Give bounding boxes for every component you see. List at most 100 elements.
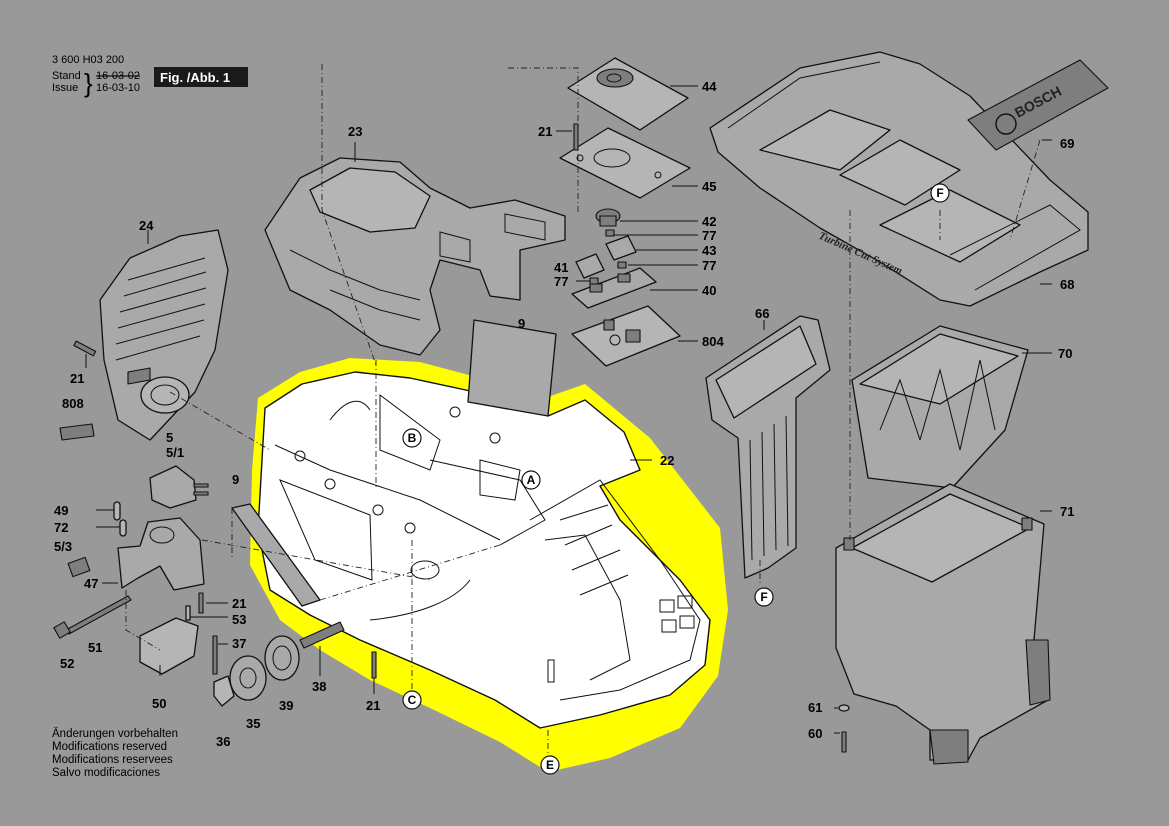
part-47-bracket[interactable] — [117, 517, 205, 591]
part-69-brand-plate[interactable]: BOSCH — [967, 59, 1109, 151]
part-21-screw-b[interactable] — [73, 340, 97, 357]
part-61-washer[interactable] — [838, 704, 850, 712]
part-36-clip[interactable] — [213, 675, 235, 707]
label-47: 47 — [84, 576, 98, 591]
label-21-a: 21 — [538, 124, 552, 139]
label-61: 61 — [808, 700, 822, 715]
note-en: Modifications reserved — [52, 741, 167, 753]
leader-lines — [85, 85, 1052, 734]
label-50: 50 — [152, 696, 166, 711]
label-71: 71 — [1060, 504, 1074, 519]
brace-glyph: } — [84, 68, 93, 98]
label-77-a: 77 — [702, 228, 716, 243]
label-21-b: 21 — [70, 371, 84, 386]
label-21-c: 21 — [232, 596, 246, 611]
label-23: 23 — [348, 124, 362, 139]
document-number: 3 600 H03 200 — [52, 54, 124, 66]
part-37-shaft[interactable] — [212, 635, 218, 675]
label-24: 24 — [139, 218, 154, 233]
label-42: 42 — [702, 214, 716, 229]
label-77-c: 77 — [554, 274, 568, 289]
label-51: 51 — [88, 640, 102, 655]
modification-notes: Änderungen vorbehalten Modifications res… — [52, 728, 178, 779]
part-49-pin[interactable] — [113, 501, 121, 521]
part-9-panel-upper[interactable] — [467, 319, 557, 417]
label-9-a: 9 — [518, 316, 525, 331]
label-38: 38 — [312, 679, 326, 694]
part-77-spring-a[interactable] — [605, 229, 615, 237]
part-5-3-block[interactable] — [67, 556, 91, 578]
svg-text:F: F — [936, 186, 943, 200]
label-72: 72 — [54, 520, 68, 535]
part-45-switch-plate[interactable] — [559, 127, 691, 199]
svg-text:B: B — [408, 431, 417, 445]
ref-marker-b: B — [402, 428, 422, 448]
part-43-button[interactable] — [605, 235, 637, 261]
part-70-basket[interactable] — [851, 325, 1029, 489]
part-21-screw-c[interactable] — [198, 592, 204, 614]
document-header: 3 600 H03 200 Stand Issue } 16-03-02 16-… — [52, 54, 248, 98]
part-52-spring[interactable] — [53, 621, 71, 639]
issue-date: 16-03-10 — [96, 82, 140, 94]
part-77-spring-b[interactable] — [617, 261, 627, 269]
part-21-screw-a[interactable] — [573, 123, 579, 151]
part-68-hood[interactable] — [709, 51, 1089, 307]
label-44: 44 — [702, 79, 717, 94]
ref-marker-f-hood: F — [930, 183, 950, 203]
part-21-screw-d[interactable] — [371, 651, 377, 679]
label-60: 60 — [808, 726, 822, 741]
part-71-stand[interactable] — [835, 483, 1051, 765]
label-77-b: 77 — [702, 258, 716, 273]
part-24-side-panel[interactable] — [99, 229, 229, 441]
part-39-knob[interactable] — [264, 635, 300, 681]
part-41-button[interactable] — [575, 253, 605, 279]
part-72-pin[interactable] — [119, 519, 127, 537]
label-808: 808 — [62, 396, 84, 411]
part-804-circuit-board[interactable] — [571, 305, 681, 367]
svg-text:C: C — [408, 693, 417, 707]
label-5-3: 5/3 — [54, 539, 72, 554]
stand-date: 16-03-02 — [96, 70, 140, 82]
part-42-knob[interactable] — [595, 208, 621, 227]
note-fr: Modifications reservees — [52, 754, 173, 766]
label-22: 22 — [660, 453, 674, 468]
part-35-gear[interactable] — [229, 655, 267, 701]
part-808-label[interactable] — [59, 423, 95, 441]
part-38-spindle[interactable] — [299, 621, 345, 649]
figure-label: Fig. /Abb. 1 — [160, 70, 230, 85]
ref-marker-e: E — [540, 755, 560, 775]
part-5-1-plug[interactable] — [149, 465, 209, 509]
label-9-b: 9 — [232, 472, 239, 487]
part-50-clamp[interactable] — [139, 617, 199, 675]
svg-text:F: F — [760, 590, 767, 604]
issue-label: Issue — [52, 82, 78, 94]
svg-text:E: E — [546, 758, 554, 772]
label-36: 36 — [216, 734, 230, 749]
part-53-pin[interactable] — [185, 605, 191, 621]
part-77-spring-c[interactable] — [589, 277, 599, 285]
ref-marker-a: A — [521, 470, 541, 490]
part-66-chute[interactable] — [705, 315, 831, 579]
label-68: 68 — [1060, 277, 1074, 292]
label-45: 45 — [702, 179, 716, 194]
label-69: 69 — [1060, 136, 1074, 151]
note-de: Änderungen vorbehalten — [52, 728, 178, 740]
label-5-1: 5/1 — [166, 445, 184, 460]
label-37: 37 — [232, 636, 246, 651]
part-labels: 44 21 45 23 42 77 43 41 77 77 40 24 9 80… — [54, 79, 1074, 749]
part-23-cover[interactable] — [264, 157, 566, 356]
label-40: 40 — [702, 283, 716, 298]
label-21-d: 21 — [366, 698, 380, 713]
part-60-screw[interactable] — [841, 731, 847, 753]
part-40-switch-holder[interactable] — [571, 267, 657, 309]
reference-markers: A B C E F F — [402, 183, 950, 775]
part-44-switch-cover[interactable] — [567, 57, 689, 131]
figure-label-box — [154, 67, 248, 87]
label-70: 70 — [1058, 346, 1072, 361]
ref-marker-c: C — [402, 690, 422, 710]
part-51-rod[interactable] — [65, 595, 132, 635]
svg-text:A: A — [527, 473, 536, 487]
label-43: 43 — [702, 243, 716, 258]
note-es: Salvo modificaciones — [52, 767, 160, 779]
